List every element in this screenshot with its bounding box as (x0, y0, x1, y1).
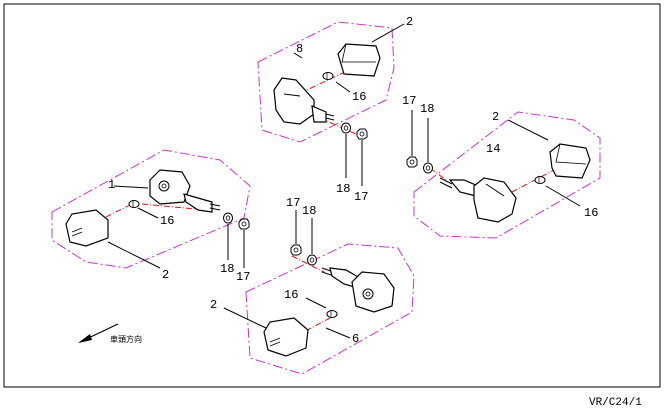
group-8-label: 8 (296, 42, 303, 56)
assembly-group-14: 14 2 16 18 17 (402, 94, 601, 239)
group-1-bulb-label: 16 (160, 214, 174, 228)
nut-icon (356, 128, 368, 140)
page-reference: VR/C24/1 (589, 397, 642, 409)
washer-icon (423, 162, 433, 174)
group-14-label: 14 (486, 142, 500, 156)
diagram-frame (3, 3, 661, 388)
turn-signal-housing-icon (149, 169, 221, 213)
group-6-label: 6 (352, 332, 359, 346)
group-8-nut-label: 17 (354, 190, 368, 204)
lens-icon (549, 143, 591, 179)
group-1-lens-label: 2 (162, 268, 169, 282)
group-14-bulb-label: 16 (584, 206, 598, 220)
group-8-bulb-label: 16 (352, 90, 366, 104)
group-14-nut-label: 17 (402, 94, 416, 108)
turn-signal-housing-icon (273, 77, 335, 125)
front-direction-indicator: 車頭方向 (78, 323, 142, 344)
group-6-washer-label: 18 (302, 204, 316, 218)
group-1-washer-label: 18 (220, 262, 234, 276)
group-6-bulb-label: 16 (284, 288, 298, 302)
turn-signal-housing-icon (439, 177, 517, 223)
washer-icon (341, 122, 351, 134)
group-6-lens-label: 2 (210, 298, 217, 312)
nut-icon (406, 156, 418, 168)
group-1-label: 1 (108, 178, 115, 192)
group-1-nut-label: 17 (236, 270, 250, 284)
bulb-icon (534, 176, 546, 184)
direction-label: 車頭方向 (110, 334, 142, 344)
group-8-outline (257, 21, 395, 143)
arrowhead-icon (78, 334, 92, 343)
assembly-group-6: 6 2 16 18 17 (210, 196, 415, 375)
washer-icon (307, 254, 317, 266)
lens-icon (65, 209, 109, 247)
group-6-outline (245, 243, 415, 375)
group-1-outline (51, 149, 251, 269)
nut-icon (290, 244, 302, 256)
nut-icon (238, 218, 250, 230)
group-14-washer-label: 18 (420, 102, 434, 116)
group-6-nut-label: 17 (286, 196, 300, 210)
washer-icon (223, 212, 233, 224)
assembly-group-8: 8 2 16 18 17 (257, 15, 413, 204)
group-8-washer-label: 18 (336, 182, 350, 196)
group-8-lens-label: 2 (406, 15, 413, 29)
group-14-outline (413, 111, 601, 239)
turn-signal-housing-icon (321, 267, 395, 313)
bulb-icon (326, 310, 338, 318)
bulb-icon (322, 72, 334, 80)
assembly-group-1: 1 2 16 18 17 (51, 149, 251, 284)
lens-icon (263, 317, 309, 357)
lens-icon (337, 43, 381, 77)
bulb-icon (128, 200, 140, 208)
group-14-lens-label: 2 (492, 110, 499, 124)
